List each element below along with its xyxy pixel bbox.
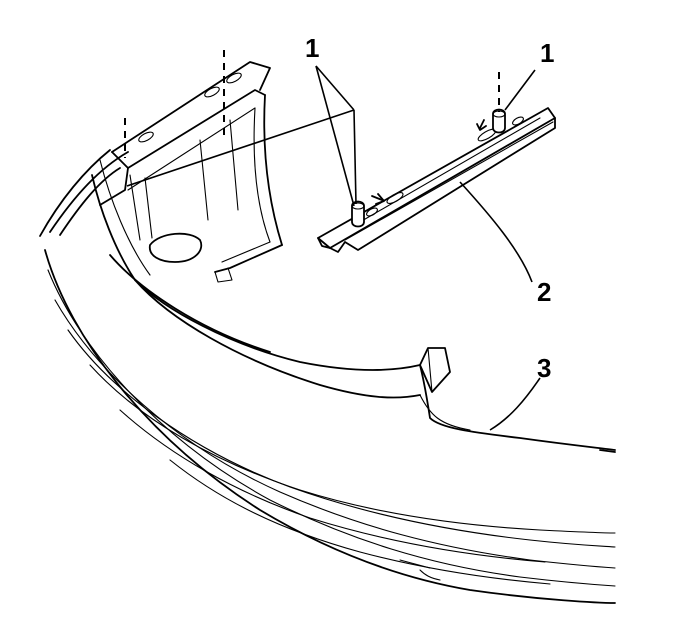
callout-fascia: 3 [537, 353, 551, 383]
insert-arrow-right-head [476, 123, 487, 131]
retainer-right [492, 108, 506, 134]
leader-lines [126, 65, 541, 431]
mounting-bracket [317, 107, 556, 253]
insert-arrow-right [479, 119, 485, 129]
callout-retainer-left: 1 [305, 33, 319, 63]
insert-arrow-left-head [375, 193, 385, 205]
insert-arrow-left [371, 195, 383, 201]
callout-bracket: 2 [537, 277, 551, 307]
callout-retainer-right: 1 [540, 38, 554, 68]
retainer-left [351, 200, 365, 228]
bumper-fascia [39, 61, 616, 604]
alignment-lines [124, 50, 500, 158]
